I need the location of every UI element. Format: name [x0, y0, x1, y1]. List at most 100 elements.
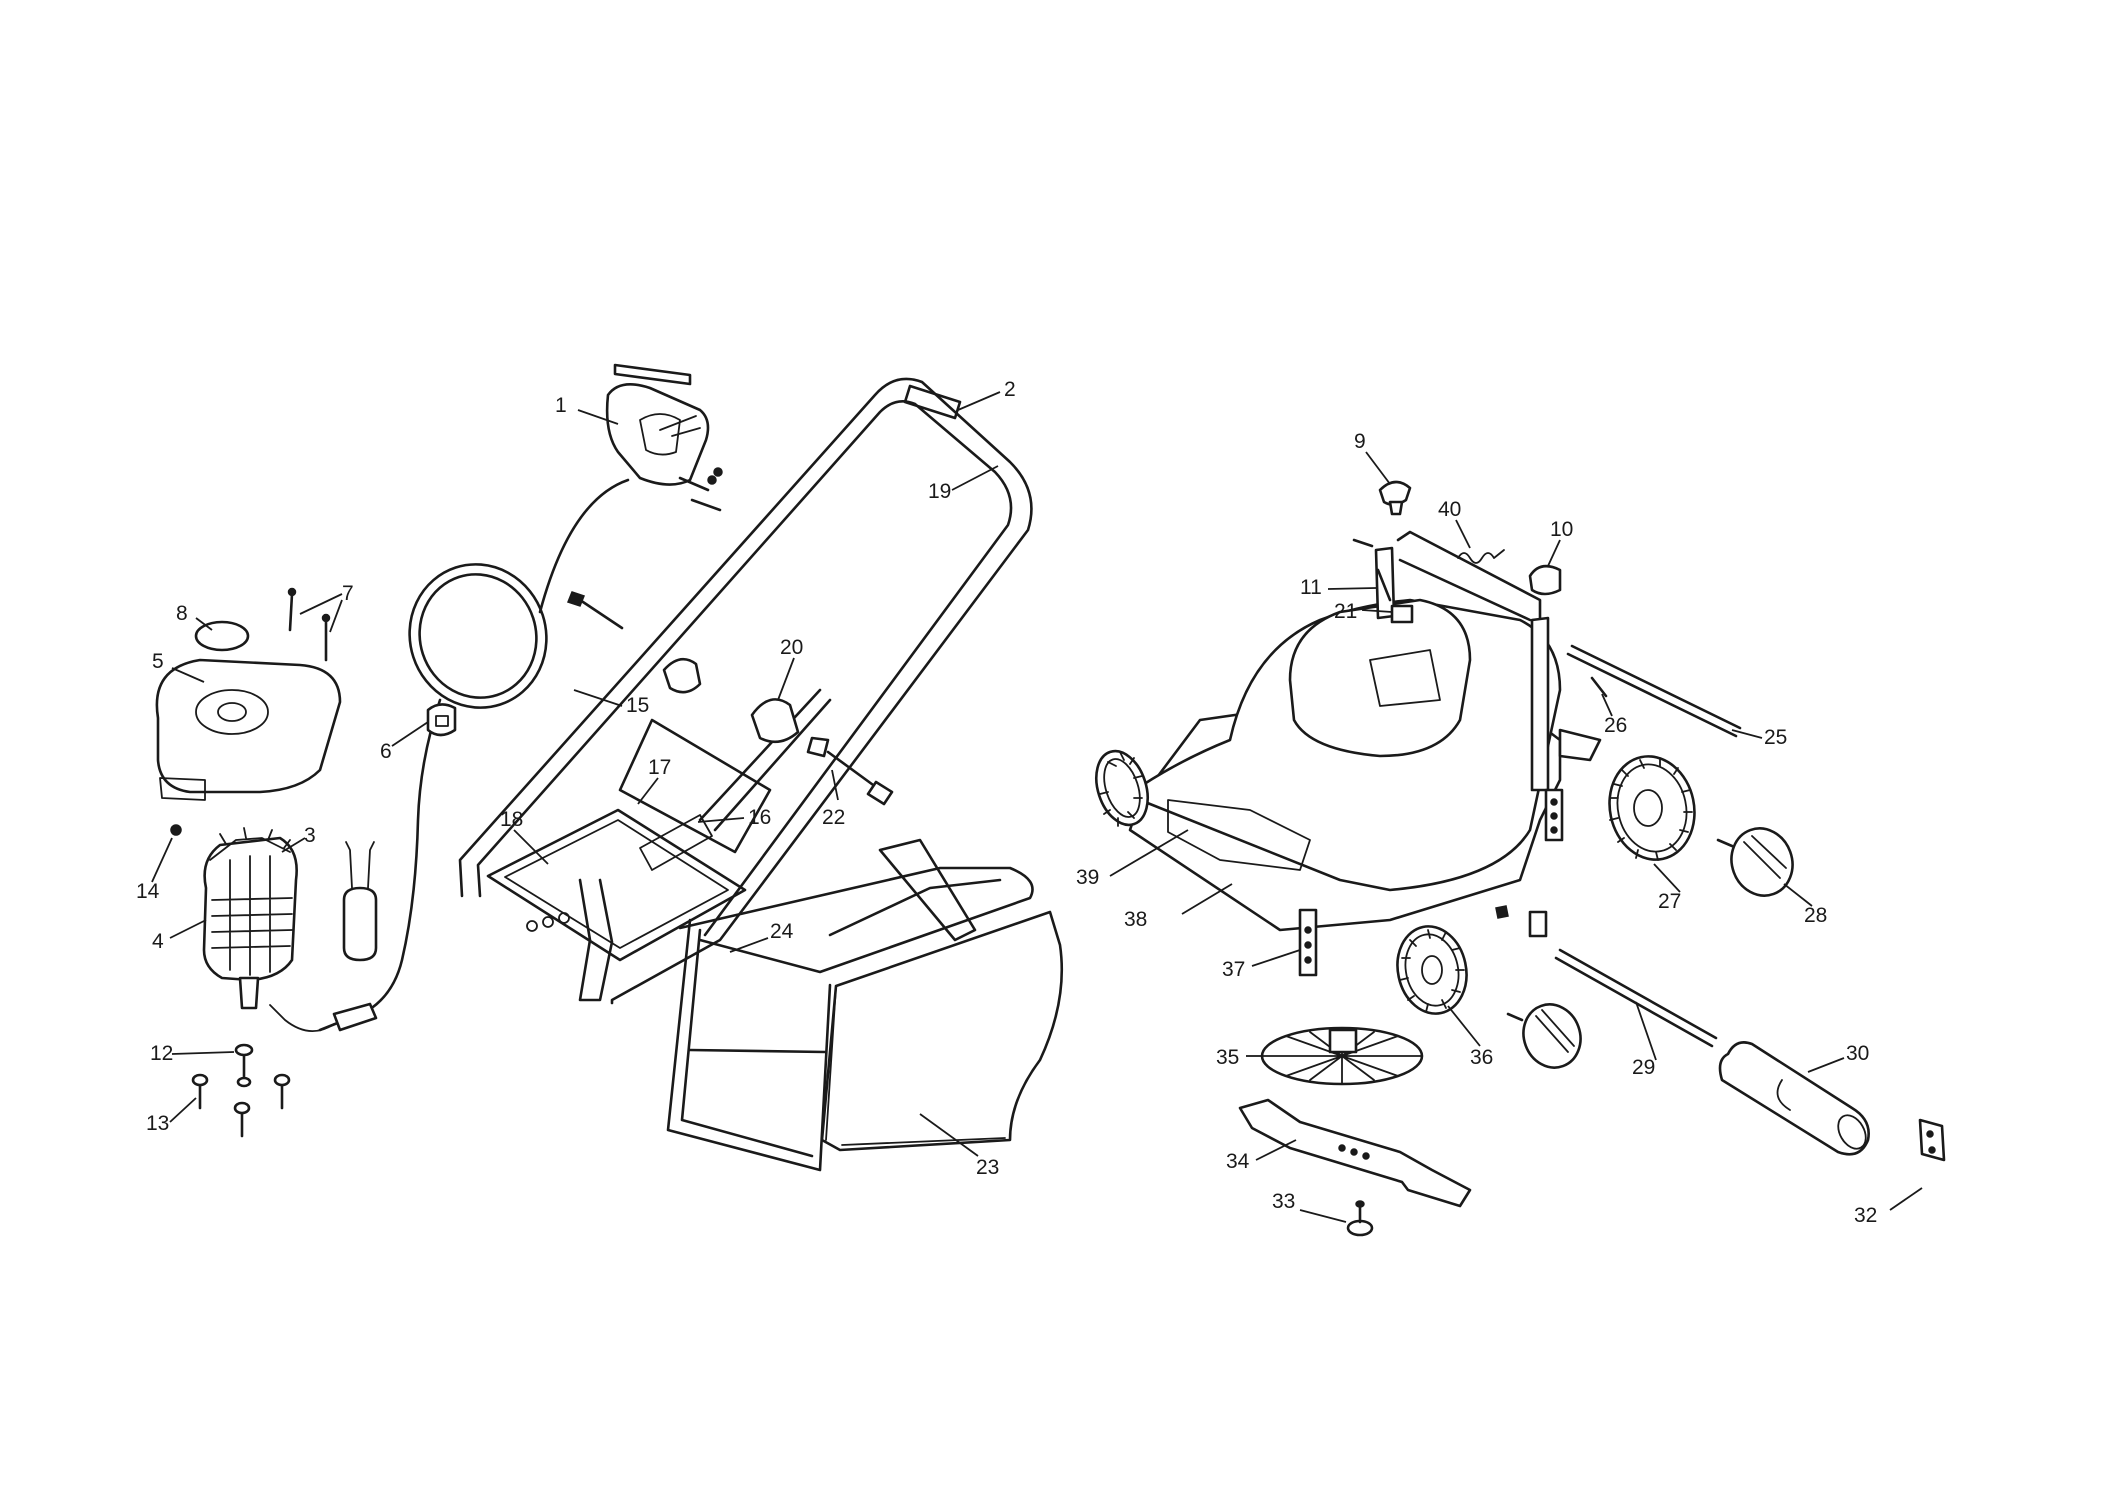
- callout-16: 16: [748, 806, 771, 829]
- callout-28: 28: [1804, 904, 1827, 927]
- callout-5: 5: [152, 650, 164, 673]
- bracket-bolt-2: [542, 916, 554, 928]
- leader-lines: [151, 391, 1923, 1223]
- motor-wire: [269, 1004, 335, 1032]
- callout-9: 9: [1354, 430, 1366, 453]
- grass-catcher: [666, 838, 1064, 1172]
- catcher-frame-cross: [688, 1048, 827, 1054]
- front-axle: [1554, 948, 1946, 1162]
- callout-17: 17: [648, 756, 671, 779]
- callout-23: 23: [976, 1156, 999, 1179]
- axle-rod-29b: [1554, 956, 1714, 1048]
- callout-26: 26: [1604, 714, 1627, 737]
- motor-shaft: [238, 976, 260, 1010]
- motor-cover-assembly: [155, 587, 342, 836]
- cover-screw-2-head: [321, 613, 331, 623]
- callout-11: 11: [1300, 576, 1322, 599]
- motor-cover-hub: [195, 689, 269, 735]
- height-hole-2: [1304, 941, 1312, 949]
- mower-deck: [1128, 530, 1602, 977]
- capacitor: [342, 886, 378, 962]
- switch-housing: [605, 382, 710, 486]
- cable-connector: [332, 1002, 378, 1032]
- axle-rod-25b: [1566, 652, 1738, 738]
- cable-to-switch: [538, 478, 630, 614]
- handle-bracket-slot: [639, 814, 713, 871]
- switch-box: [605, 363, 723, 512]
- capacitor-leads: [345, 841, 375, 889]
- handle-bracket-inner: [504, 819, 729, 949]
- callout-8: 8: [176, 602, 188, 625]
- motor-windings: [211, 855, 293, 976]
- screw-near-9: [1352, 538, 1374, 548]
- catcher-frame-rail-2: [680, 928, 814, 1158]
- roller-30-band: [1776, 1079, 1791, 1111]
- switch-inner: [639, 413, 681, 456]
- callout-33: 33: [1272, 1190, 1295, 1213]
- callout-35: 35: [1216, 1046, 1239, 1069]
- axle-nut: [1495, 905, 1509, 919]
- bracket-bolt-3: [558, 912, 570, 924]
- switch-lever: [659, 415, 701, 437]
- deck-label: [1167, 799, 1311, 871]
- cover-screw-1: [288, 592, 294, 632]
- bolt-d: [233, 1101, 251, 1138]
- lower-handle-rail: [618, 718, 772, 854]
- catcher-frame-handle: [878, 838, 977, 942]
- height-hole-5: [1550, 812, 1558, 820]
- clamp-knob-2: [662, 657, 702, 694]
- spring-40: [1457, 549, 1505, 564]
- cable-loop-outer: [408, 563, 548, 709]
- switch-top-bar: [613, 363, 692, 386]
- hub-cap-front: [1506, 1003, 1582, 1069]
- strain-relief: [426, 703, 457, 737]
- callout-39: 39: [1076, 866, 1099, 889]
- grass-chute-inner: [1369, 649, 1441, 707]
- bracket-bolt-1: [526, 920, 538, 932]
- motor-cover-hole: [217, 702, 247, 722]
- callout-10: 10: [1550, 518, 1573, 541]
- motor-cover: [155, 658, 342, 794]
- switch-screw-2: [690, 498, 722, 512]
- callout-4: 4: [152, 930, 164, 953]
- callout-24: 24: [770, 920, 794, 943]
- switch-screw-2-head: [713, 467, 723, 477]
- axle-rod-25: [1570, 644, 1742, 730]
- callout-labels: 1 2 3 4 5 6 7 8 9 10 11 12 13 14 15 16 1…: [136, 378, 1877, 1227]
- screw-26: [1590, 676, 1608, 698]
- cutting-assembly: [1238, 1026, 1472, 1237]
- cable-to-motor: [318, 698, 442, 1032]
- callout-34: 34: [1226, 1150, 1250, 1173]
- blade-34: [1238, 1098, 1472, 1208]
- wheel-front-left: [1095, 749, 1149, 827]
- axle-clip: [1528, 910, 1548, 938]
- callout-21: 21: [1334, 600, 1357, 623]
- clip-32-hole-1: [1926, 1130, 1934, 1138]
- callout-36: 36: [1470, 1046, 1493, 1069]
- grass-chute: [1288, 598, 1472, 758]
- handle-bolt: [826, 750, 882, 792]
- deck-post-right: [1530, 616, 1550, 792]
- callout-15: 15: [626, 694, 649, 717]
- handle-rod: [698, 688, 832, 832]
- handle-nut: [806, 736, 830, 758]
- handle-bolt-head: [866, 780, 894, 806]
- axle-rod-29: [1558, 948, 1718, 1040]
- callout-25: 25: [1764, 726, 1787, 749]
- callout-1: 1: [555, 394, 567, 417]
- deck-rear-plate: [1396, 530, 1542, 626]
- callout-3: 3: [304, 824, 316, 847]
- callout-32: 32: [1854, 1204, 1877, 1227]
- height-hole-6: [1550, 826, 1558, 834]
- catcher-bag: [820, 910, 1064, 1152]
- rail-bolt: [578, 598, 624, 630]
- motor-cover-label: [159, 777, 206, 801]
- callout-27: 27: [1658, 890, 1681, 913]
- cover-foot: [170, 824, 182, 836]
- wheel-rear-right: [1608, 755, 1696, 861]
- wheel-front-right: [1396, 925, 1468, 1015]
- motor-assembly: [202, 827, 378, 1010]
- callout-22: 22: [822, 806, 845, 829]
- callout-40: 40: [1438, 498, 1461, 521]
